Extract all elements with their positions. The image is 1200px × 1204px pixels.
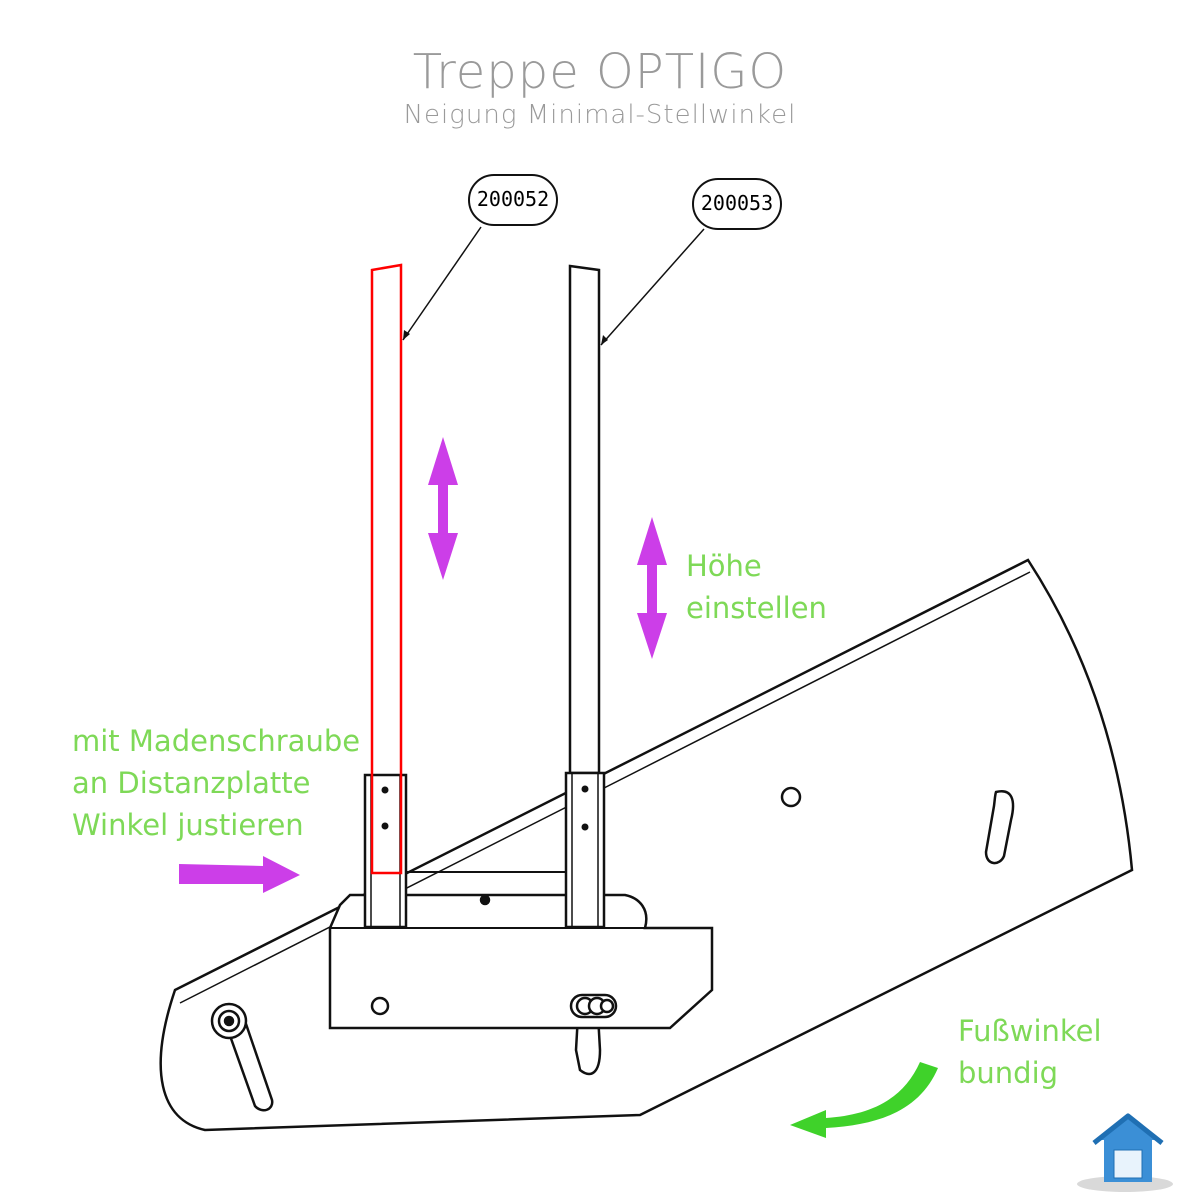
pivot-bolt xyxy=(210,1002,248,1040)
note-angle-line-1: mit Madenschraube xyxy=(72,724,361,758)
post-200052 xyxy=(363,263,408,929)
note-foot-line-1: Fußwinkel xyxy=(958,1014,1102,1048)
post-200053 xyxy=(564,264,606,929)
note-angle-line-3: Winkel justieren xyxy=(72,808,304,842)
callout-label-200052: 200052 xyxy=(477,187,549,211)
rotate-arrow xyxy=(790,1062,938,1138)
push-arrow xyxy=(179,856,300,893)
note-angle-line-2: an Distanzplatte xyxy=(72,766,311,800)
note-height-line-2: einstellen xyxy=(686,591,827,625)
note-height-adjust: Höhe einstellen xyxy=(686,545,827,629)
callout-200053: 200053 xyxy=(600,178,782,346)
page-title: Treppe OPTIGO xyxy=(412,44,788,100)
note-foot-bracket: Fußwinkel bundig xyxy=(958,1010,1102,1094)
foot-bracket xyxy=(328,871,714,1030)
page-subtitle: Neigung Minimal-Stellwinkel xyxy=(403,100,797,130)
height-adjust-arrow-right xyxy=(637,517,667,659)
note-foot-line-2: bundig xyxy=(958,1056,1059,1090)
note-height-line-1: Höhe xyxy=(686,549,762,583)
note-angle-adjust: mit Madenschraube an Distanzplatte Winke… xyxy=(72,720,360,846)
stringer-holes xyxy=(226,786,1015,1112)
height-adjust-arrow-left xyxy=(428,437,458,580)
callout-label-200053: 200053 xyxy=(701,191,773,215)
house-logo-icon xyxy=(1077,1113,1173,1192)
callout-200052: 200052 xyxy=(402,174,558,341)
